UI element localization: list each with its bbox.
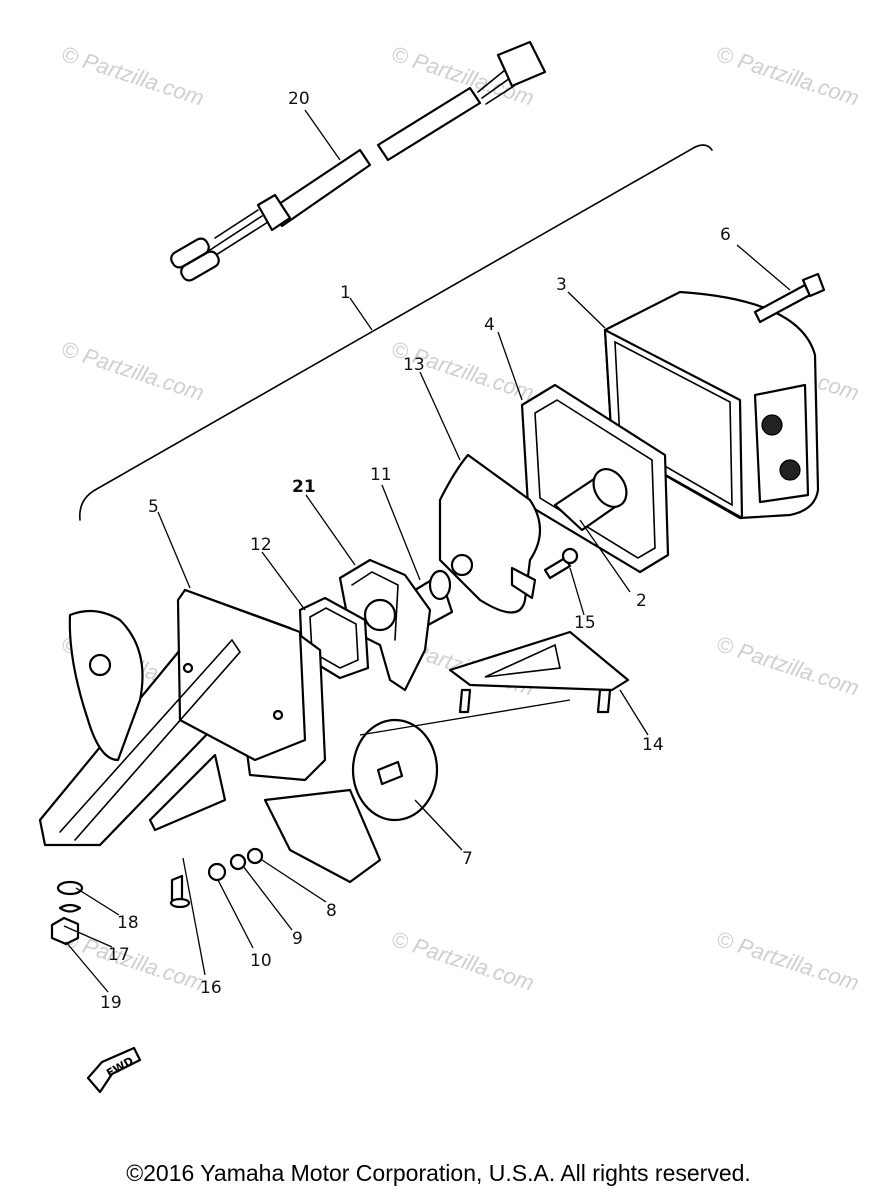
part-13-reflector	[438, 453, 541, 614]
copyright-notice: ©2016 Yamaha Motor Corporation, U.S.A. A…	[126, 1160, 751, 1186]
callout-5: 5	[148, 497, 159, 517]
callout-20: 20	[288, 89, 310, 109]
callout-2: 2	[636, 591, 647, 611]
callout-6: 6	[720, 225, 731, 245]
watermark: © Partzilla.com	[58, 926, 207, 996]
watermark: © Partzilla.com	[713, 926, 862, 996]
callout-9: 9	[292, 929, 303, 949]
watermark: © Partzilla.com	[58, 41, 207, 111]
callout-10: 10	[250, 951, 272, 971]
part-20-wire-harness	[170, 40, 547, 282]
part-6-screw	[753, 272, 826, 324]
callout-15: 15	[574, 613, 596, 633]
callout-13: 13	[403, 355, 425, 375]
callout-19: 19	[100, 993, 122, 1013]
part-15-screw	[543, 547, 579, 580]
callout-17: 17	[108, 945, 130, 965]
watermark: © Partzilla.com	[713, 631, 862, 701]
callout-3: 3	[556, 275, 567, 295]
part-2-bulb	[553, 468, 628, 532]
callout-labels: 20 1 6 3 4 13 11 21 5 12 2 15 14 7 8 9 1…	[100, 89, 731, 1013]
callout-4: 4	[484, 315, 495, 335]
callout-18: 18	[117, 913, 139, 933]
watermark: © Partzilla.com	[388, 926, 537, 996]
leader-lines	[63, 109, 791, 993]
fwd-arrow-icon: FWD	[86, 1046, 142, 1094]
part-21-holder	[338, 558, 432, 692]
callout-16: 16	[200, 978, 222, 998]
callout-12: 12	[250, 535, 272, 555]
callout-7: 7	[462, 849, 473, 869]
watermark: © Partzilla.com	[713, 41, 862, 111]
callout-21: 21	[292, 477, 316, 497]
callout-1: 1	[340, 283, 351, 303]
callout-14: 14	[642, 735, 664, 755]
assembly-bracket	[78, 144, 713, 521]
small-hardware	[50, 847, 264, 946]
callout-8: 8	[326, 901, 337, 921]
callout-11: 11	[370, 465, 392, 485]
part-5-bracket	[38, 588, 382, 884]
part-7-reflector	[351, 718, 439, 822]
watermark: © Partzilla.com	[58, 336, 207, 406]
part-14-bracket	[448, 630, 630, 714]
